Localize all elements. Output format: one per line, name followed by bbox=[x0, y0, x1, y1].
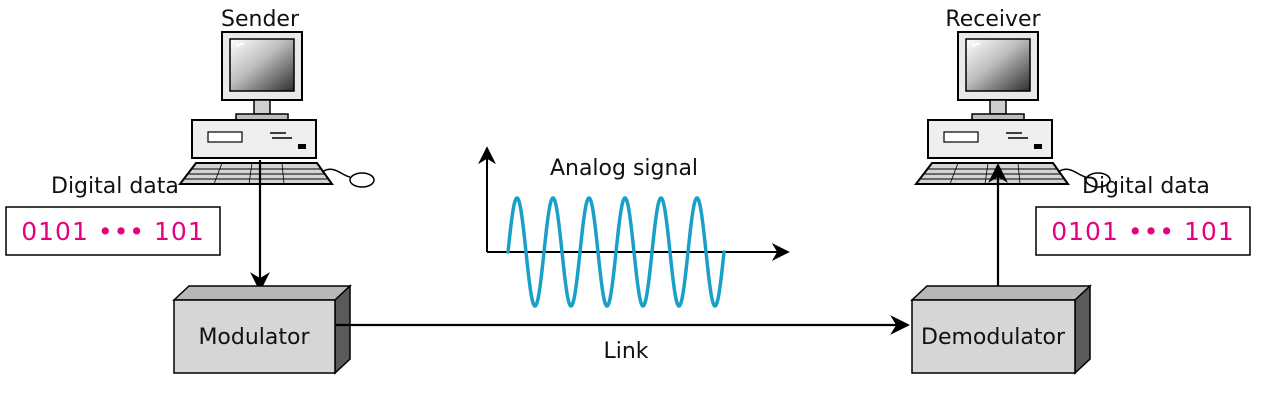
analog-signal-label: Analog signal bbox=[550, 156, 698, 181]
demodulator-label: Demodulator bbox=[921, 325, 1066, 350]
link-label: Link bbox=[603, 339, 648, 364]
sender-bits-box bbox=[5, 206, 221, 256]
modulator-box bbox=[172, 284, 352, 375]
sender-computer-icon bbox=[179, 31, 375, 188]
receiver-digital-data-label: Digital data bbox=[1082, 174, 1210, 199]
modulator-label: Modulator bbox=[198, 325, 310, 350]
analog-signal-wave bbox=[506, 196, 726, 308]
receiver-computer-icon bbox=[915, 31, 1111, 188]
sender-bits: 0101 ••• 101 bbox=[21, 217, 204, 246]
receiver-bits: 0101 ••• 101 bbox=[1051, 217, 1234, 246]
receiver-bits-box bbox=[1035, 206, 1251, 256]
sender-digital-data-label: Digital data bbox=[51, 174, 179, 199]
receiver-label: Receiver bbox=[945, 7, 1041, 32]
demodulator-box bbox=[910, 284, 1092, 375]
sender-label: Sender bbox=[221, 7, 300, 32]
